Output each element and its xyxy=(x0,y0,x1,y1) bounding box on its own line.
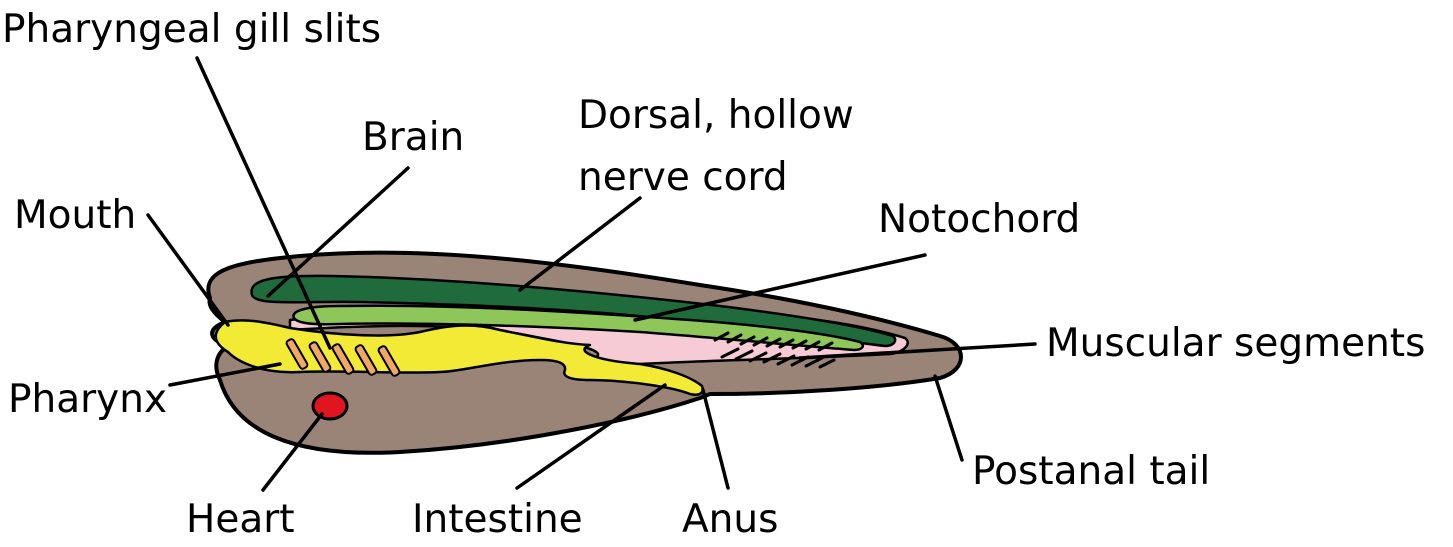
leader-postanal-tail xyxy=(933,374,964,462)
muscle-mark xyxy=(726,333,743,344)
leader-mouth xyxy=(146,213,230,327)
gill-slit xyxy=(354,344,378,376)
muscle-mark xyxy=(791,339,808,350)
gill-slit xyxy=(377,345,401,377)
label-notochord: Notochord xyxy=(878,197,1080,242)
label-dorsal-nerve-cord-line1: Dorsal, hollow xyxy=(578,93,854,138)
leader-gill-slits xyxy=(195,56,332,350)
muscle-mark xyxy=(752,336,769,347)
muscle-mark xyxy=(804,356,824,368)
muscle-mark xyxy=(720,347,740,359)
label-mouth: Mouth xyxy=(14,193,136,238)
gill-slit xyxy=(331,343,355,375)
muscle-mark xyxy=(713,331,730,342)
nerve-cord xyxy=(250,274,897,348)
leader-lines xyxy=(146,56,1037,492)
muscle-mark xyxy=(734,349,754,361)
label-brain: Brain xyxy=(362,115,464,160)
gill-slits xyxy=(285,338,401,377)
label-postanal-tail: Postanal tail xyxy=(972,449,1210,494)
leader-brain xyxy=(266,166,410,298)
leader-muscular-segments xyxy=(798,342,1037,360)
muscle-mark xyxy=(818,358,836,369)
leader-nerve-cord xyxy=(518,196,642,292)
gill-slit xyxy=(285,338,309,370)
muscle-mark xyxy=(748,351,768,363)
leader-notochord xyxy=(633,253,927,322)
heart-organ xyxy=(311,391,349,421)
muscle-mark xyxy=(739,335,756,346)
label-pharyngeal-gill-slits: Pharyngeal gill slits xyxy=(2,7,381,52)
label-intestine: Intestine xyxy=(412,497,583,542)
label-dorsal-nerve-cord-line2: nerve cord xyxy=(578,155,788,200)
muscle-mark xyxy=(776,354,796,366)
label-muscular-segments: Muscular segments xyxy=(1046,321,1425,366)
leader-anus xyxy=(701,388,730,490)
label-heart: Heart xyxy=(186,497,295,542)
label-anus: Anus xyxy=(682,497,778,542)
muscle-mark xyxy=(817,341,834,352)
muscle-mark xyxy=(778,338,795,349)
muscular-segment-marks xyxy=(713,331,836,369)
notochord xyxy=(292,304,865,352)
leader-intestine xyxy=(515,383,667,490)
pharynx-intestine xyxy=(214,319,704,396)
gill-slit xyxy=(308,341,332,373)
leader-heart xyxy=(261,412,324,492)
label-pharynx: Pharynx xyxy=(8,377,167,422)
muscle-mark xyxy=(765,337,782,348)
leader-pharynx xyxy=(168,362,282,387)
muscle-mark xyxy=(762,352,782,364)
muscle-mark xyxy=(804,340,821,351)
